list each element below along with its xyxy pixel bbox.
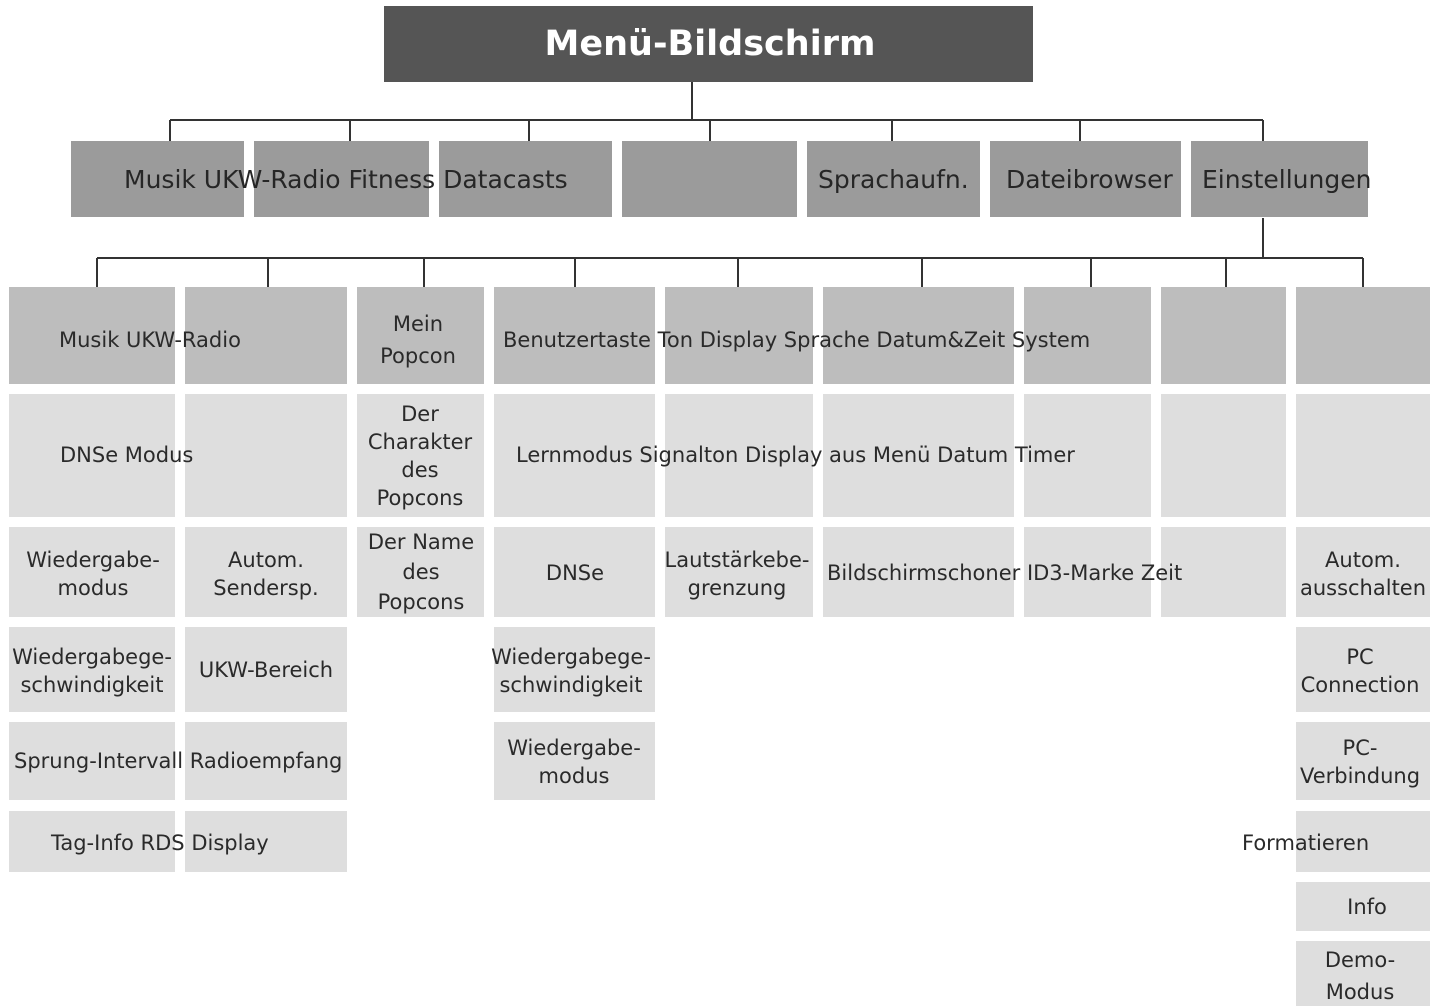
row3-bildschirm-row-label: Bildschirmschoner ID3-Marke Zeit [827, 561, 1183, 585]
page-title: Menü-Bildschirm [544, 24, 876, 64]
level1-sprachaufn-label: Sprachaufn. [818, 165, 969, 194]
row3-box-2 [185, 527, 347, 617]
row3-lautstaerke-label: Lautstärkebe- grenzung [664, 548, 810, 600]
level1-box-dateibrowser [990, 141, 1181, 217]
header-musik-radio-label: Musik UKW-Radio [59, 328, 241, 352]
header-box-benutzertaste [494, 287, 655, 384]
row8-demo-modus-label: Demo- Modus [1324, 948, 1396, 1004]
row2-box-6 [823, 394, 1014, 517]
row4-wiedergabegeschw2-label: Wiedergabege- schwindigkeit [491, 645, 651, 697]
row3-box-1 [9, 527, 175, 617]
row6-box-1 [9, 811, 175, 872]
row2-system-row-label: Lernmodus Signalton Display aus Menü Dat… [516, 443, 1075, 467]
row3-box-4 [494, 527, 655, 617]
row4-wiedergabegeschw-label: Wiedergabege- schwindigkeit [12, 645, 172, 697]
row2-box-7 [1024, 394, 1151, 517]
level1-box-sprachaufn [807, 141, 980, 217]
row5-pc-verbindung-label: PC- Verbindung [1299, 736, 1421, 788]
level1-musik-group-label: Musik UKW-Radio Fitness Datacasts [124, 165, 568, 194]
row6-formatieren-label: Formatieren [1242, 831, 1370, 855]
row5-box-3 [494, 722, 655, 800]
row2-box-2 [185, 394, 347, 517]
header-box-ton [665, 287, 813, 384]
row3-autom-ausschalten-label: Autom. ausschalten [1299, 548, 1427, 600]
header-box-ukw [185, 287, 347, 384]
row7-info-label: Info [1347, 895, 1387, 919]
title-box [384, 6, 1033, 82]
row2-dnse-modus-label: DNSe Modus [60, 443, 194, 467]
row3-wiedergabemodus-label: Wiedergabe- modus [26, 548, 160, 600]
row3-box-9 [1296, 527, 1430, 617]
row5-box-2 [185, 722, 347, 800]
row6-box-3 [1296, 811, 1430, 872]
row7-box-info [1296, 882, 1430, 931]
level1-einstellungen-label: Einstellungen [1202, 165, 1372, 194]
header-box-display [823, 287, 1014, 384]
row4-ukw-bereich-label: UKW-Bereich [198, 658, 334, 682]
row3-box-6 [823, 527, 1014, 617]
row3-der-name-label: Der Name des Popcons [367, 530, 475, 614]
header-box-musik [9, 287, 175, 384]
row8-box-demo [1296, 941, 1430, 1006]
level1-box-ukw [254, 141, 429, 217]
row2-box-3 [357, 394, 484, 517]
row4-box-3 [494, 627, 655, 712]
level1-box-datacasts [439, 141, 612, 217]
row3-dnse-label: DNSe [545, 561, 605, 585]
header-box-system [1296, 287, 1430, 384]
row3-box-8 [1161, 527, 1286, 617]
level1-box-musik [71, 141, 244, 217]
row2-box-9 [1296, 394, 1430, 517]
row2-box-8 [1161, 394, 1286, 517]
row5-wiedergabemodus2-label: Wiedergabe- modus [507, 736, 641, 788]
row4-pc-connection-label: PC Connection [1300, 645, 1420, 697]
header-system-group-label: Benutzertaste Ton Display Sprache Datum&… [503, 328, 1091, 352]
row5-box-1 [9, 722, 175, 800]
row5-box-4 [1296, 722, 1430, 800]
row4-box-2 [185, 627, 347, 712]
row2-box-1 [9, 394, 175, 517]
level1-box-einstellungen [1191, 141, 1368, 217]
row6-taginfo-row-label: Tag-Info RDS Display [51, 831, 269, 855]
row3-box-7 [1024, 527, 1151, 617]
row3-box-3 [357, 527, 484, 617]
level1-box-empty [622, 141, 797, 217]
row4-box-4 [1296, 627, 1430, 712]
header-mein-popcon-label: Mein Popcon [380, 312, 456, 368]
row3-box-5 [665, 527, 813, 617]
row5-sprung-row-label: Sprung-Intervall Radioempfang [14, 749, 343, 773]
row3-autom-sendersp-label: Autom. Sendersp. [213, 548, 319, 600]
header-box-sprache [1024, 287, 1151, 384]
row6-box-2 [185, 811, 347, 872]
row2-box-5 [665, 394, 813, 517]
header-box-popcon [357, 287, 484, 384]
row2-der-charakter-label: Der Charakter des Popcons [367, 402, 473, 510]
row4-box-1 [9, 627, 175, 712]
header-box-datum [1161, 287, 1286, 384]
level1-dateibrowser-label: Dateibrowser [1006, 165, 1173, 194]
row2-box-4 [494, 394, 655, 517]
